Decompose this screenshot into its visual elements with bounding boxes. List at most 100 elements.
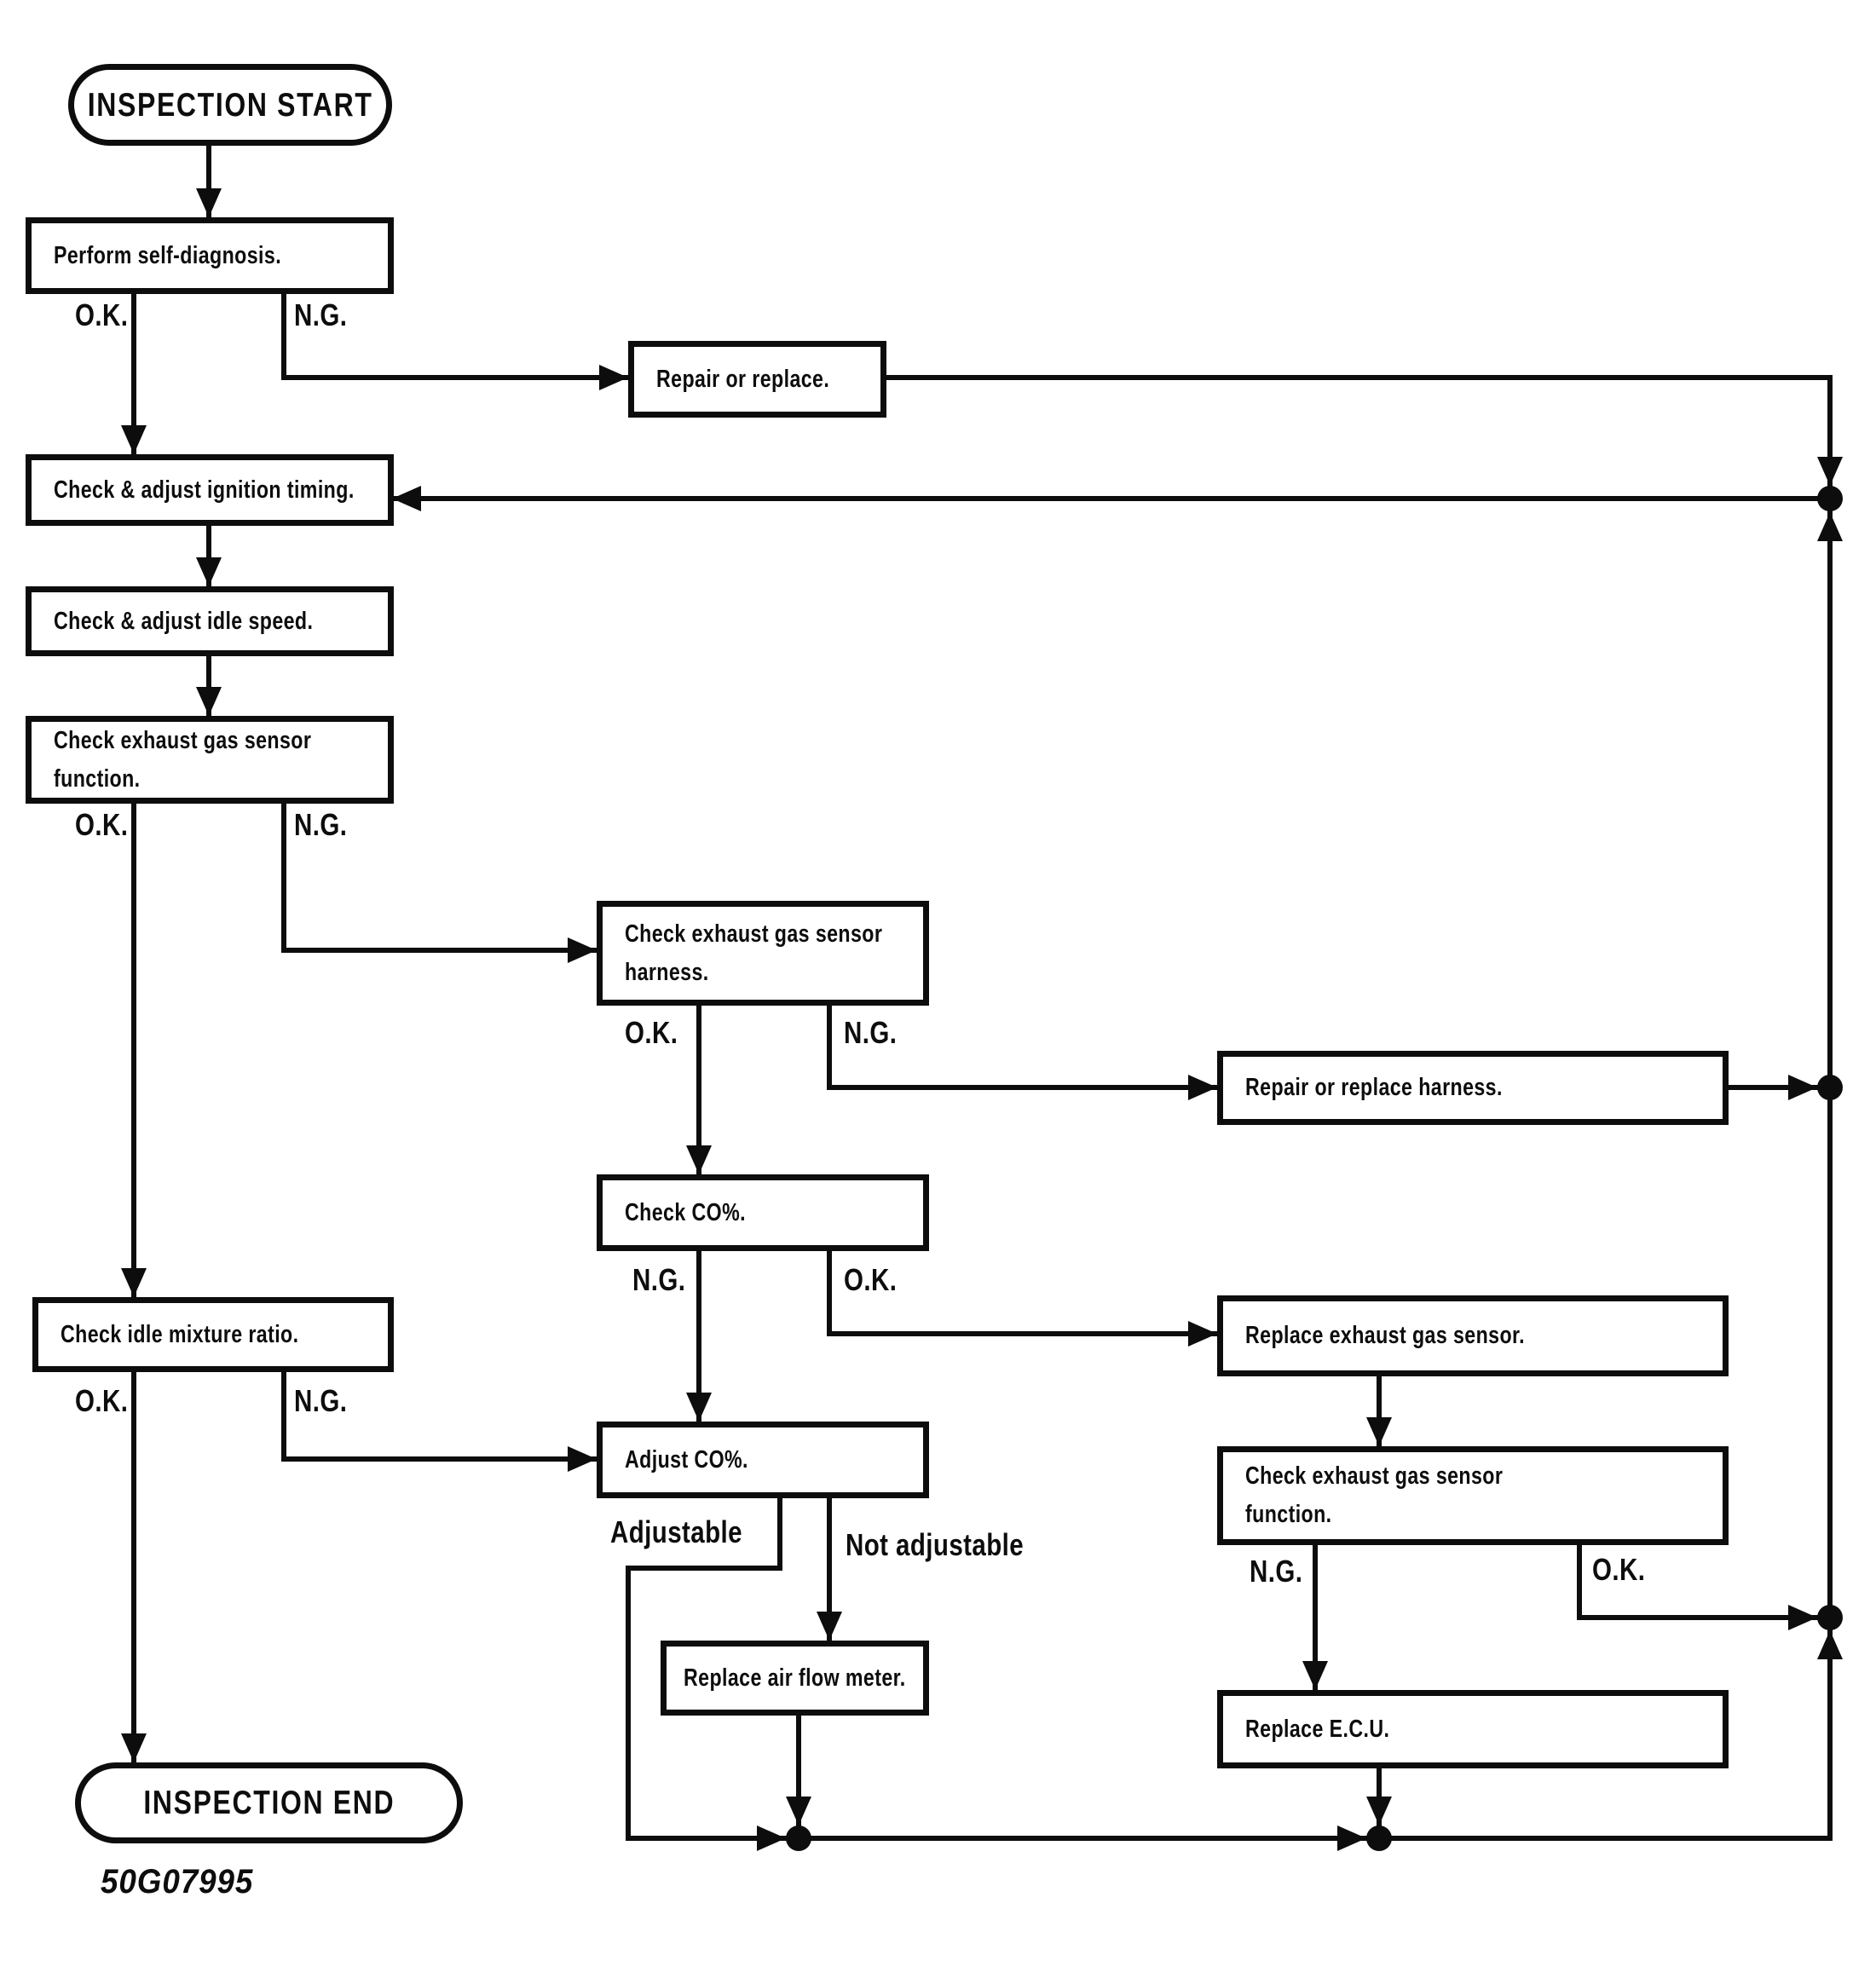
edge-fn2-ok-h [1577, 1615, 1819, 1620]
arrow-into-diagnosis [196, 188, 222, 217]
arrow-into-air-flow-junction-top [786, 1797, 811, 1825]
node-repair-or-replace: Repair or replace. [628, 341, 886, 418]
node-check-adjust-ignition-timing-label: Check & adjust ignition timing. [54, 476, 355, 504]
branch-label-not-adjustable: Not adjustable [846, 1527, 1025, 1562]
arrow-into-replace-sensor [1188, 1321, 1217, 1347]
edge-idle-mixture-ng-v [281, 1372, 286, 1462]
edge-idle-mixture-ok [131, 1372, 136, 1762]
node-adjust-co-percent: Adjust CO%. [597, 1422, 929, 1498]
branch-label-ng-self-diagnosis: N.G. [294, 297, 348, 332]
edge-check-co-ng [696, 1251, 701, 1422]
arrow-into-sensor-ok-junction-left [1788, 1605, 1817, 1630]
edge-replace-sensor-to-fn2 [1377, 1376, 1382, 1446]
node-check-co-percent-label: Check CO%. [625, 1198, 746, 1226]
junction-return [1817, 486, 1843, 511]
node-adjust-co-percent-label: Adjust CO%. [625, 1445, 748, 1474]
edge-repair-out-h [886, 375, 1833, 380]
node-inspection-end: INSPECTION END [75, 1762, 463, 1843]
edge-air-flow-out [796, 1716, 801, 1838]
branch-label-ok-sensor-function: O.K. [75, 807, 129, 842]
edge-check-co-ok-v [827, 1251, 832, 1336]
node-check-idle-mixture-ratio-label: Check idle mixture ratio. [61, 1320, 299, 1348]
branch-label-adjustable: Adjustable [610, 1514, 743, 1549]
node-check-co-percent: Check CO%. [597, 1174, 929, 1251]
edge-sensor-fn-ng-v [281, 804, 286, 953]
edge-not-adjustable [827, 1498, 832, 1641]
arrow-into-harness-junction [1788, 1075, 1817, 1100]
edge-idle-mixture-ng-h [281, 1456, 597, 1462]
arrow-into-idle-mixture [121, 1268, 147, 1297]
node-inspection-end-label: INSPECTION END [143, 1785, 395, 1821]
edge-diagnosis-ok [131, 294, 136, 454]
arrow-into-end [121, 1733, 147, 1762]
arrow-into-adjust-co-top [686, 1393, 712, 1422]
node-check-exhaust-gas-sensor-harness-label: Check exhaust gas sensor harness. [625, 920, 883, 986]
node-replace-ecu-label: Replace E.C.U. [1245, 1715, 1390, 1743]
node-repair-or-replace-harness: Repair or replace harness. [1217, 1051, 1729, 1125]
edge-return-to-ignition [392, 496, 1830, 501]
arrow-into-adjust-co-left [568, 1446, 597, 1472]
node-check-exhaust-gas-sensor-function-2-label: Check exhaust gas sensor function. [1245, 1462, 1504, 1528]
node-replace-ecu: Replace E.C.U. [1217, 1690, 1729, 1768]
junction-ecu [1366, 1825, 1392, 1851]
node-perform-self-diagnosis-label: Perform self-diagnosis. [54, 241, 282, 269]
node-check-exhaust-gas-sensor-function-label: Check exhaust gas sensor function. [54, 726, 312, 793]
arrow-into-sensor-ok-junction-bottom [1817, 1630, 1843, 1659]
edge-check-co-ok-h [827, 1331, 1217, 1336]
branch-label-ok-sensor-function-2: O.K. [1592, 1552, 1646, 1587]
branch-label-ok-idle-mixture: O.K. [75, 1383, 129, 1418]
arrow-into-rr-harness [1188, 1075, 1217, 1100]
branch-label-ng-check-co: N.G. [632, 1262, 686, 1297]
node-check-idle-mixture-ratio: Check idle mixture ratio. [32, 1297, 394, 1372]
node-check-adjust-ignition-timing: Check & adjust ignition timing. [26, 454, 394, 526]
node-check-exhaust-gas-sensor-harness: Check exhaust gas sensor harness. [597, 901, 929, 1006]
edge-harness-ok [696, 1006, 701, 1174]
node-inspection-start: INSPECTION START [68, 64, 392, 146]
node-repair-or-replace-harness-label: Repair or replace harness. [1245, 1074, 1503, 1102]
node-replace-exhaust-gas-sensor-label: Replace exhaust gas sensor. [1245, 1322, 1526, 1350]
edge-fn2-ok-v [1577, 1545, 1582, 1620]
arrow-into-return-junction-top [1817, 457, 1843, 486]
edge-bottom-merge [626, 1836, 1833, 1841]
arrow-into-ecu [1302, 1661, 1328, 1690]
arrow-into-check-co [686, 1145, 712, 1174]
edge-diagnosis-ng-v [281, 294, 286, 378]
arrow-into-air-flow [817, 1612, 842, 1641]
arrow-into-ecu-junction-left [1337, 1825, 1366, 1851]
node-check-exhaust-gas-sensor-function-2: Check exhaust gas sensor function. [1217, 1446, 1729, 1545]
edge-adjustable-jog [626, 1566, 782, 1571]
arrow-into-ignition-top [121, 425, 147, 454]
arrow-into-ecu-junction-top [1366, 1797, 1392, 1825]
branch-label-ng-sensor-function-2: N.G. [1250, 1554, 1303, 1589]
edge-sensor-fn-ok [131, 804, 136, 1297]
edge-fn2-ng [1313, 1545, 1318, 1690]
arrow-into-repair [599, 365, 628, 390]
arrow-into-air-flow-junction-left [757, 1825, 786, 1851]
arrow-into-return-junction-bottom [1817, 512, 1843, 541]
edge-adjustable-v2 [626, 1566, 631, 1838]
edge-repair-out-v [1827, 375, 1833, 501]
branch-label-ng-idle-mixture: N.G. [294, 1383, 348, 1418]
node-check-adjust-idle-speed: Check & adjust idle speed. [26, 586, 394, 656]
node-repair-or-replace-label: Repair or replace. [656, 365, 830, 393]
junction-harness [1817, 1075, 1843, 1100]
edge-diagnosis-ng-h [281, 375, 628, 380]
edge-sensor-fn-ng-h [281, 948, 597, 953]
node-replace-exhaust-gas-sensor: Replace exhaust gas sensor. [1217, 1295, 1729, 1376]
edge-rr-harness-out [1729, 1085, 1822, 1090]
node-check-adjust-idle-speed-label: Check & adjust idle speed. [54, 607, 314, 635]
node-inspection-start-label: INSPECTION START [87, 86, 373, 124]
edge-harness-ng-v [827, 1006, 832, 1087]
junction-air-flow [786, 1825, 811, 1851]
arrow-into-harness [568, 937, 597, 963]
node-check-exhaust-gas-sensor-function: Check exhaust gas sensor function. [26, 716, 394, 804]
edge-harness-ng-h [827, 1085, 1217, 1090]
branch-label-ng-harness: N.G. [844, 1015, 898, 1050]
arrow-into-fn2 [1366, 1417, 1392, 1446]
junction-sensor-ok [1817, 1605, 1843, 1630]
node-replace-air-flow-meter-label: Replace air flow meter. [684, 1664, 906, 1692]
branch-label-ok-self-diagnosis: O.K. [75, 297, 129, 332]
edge-adjustable-v1 [777, 1498, 782, 1571]
edge-start-to-diagnosis [206, 146, 211, 217]
